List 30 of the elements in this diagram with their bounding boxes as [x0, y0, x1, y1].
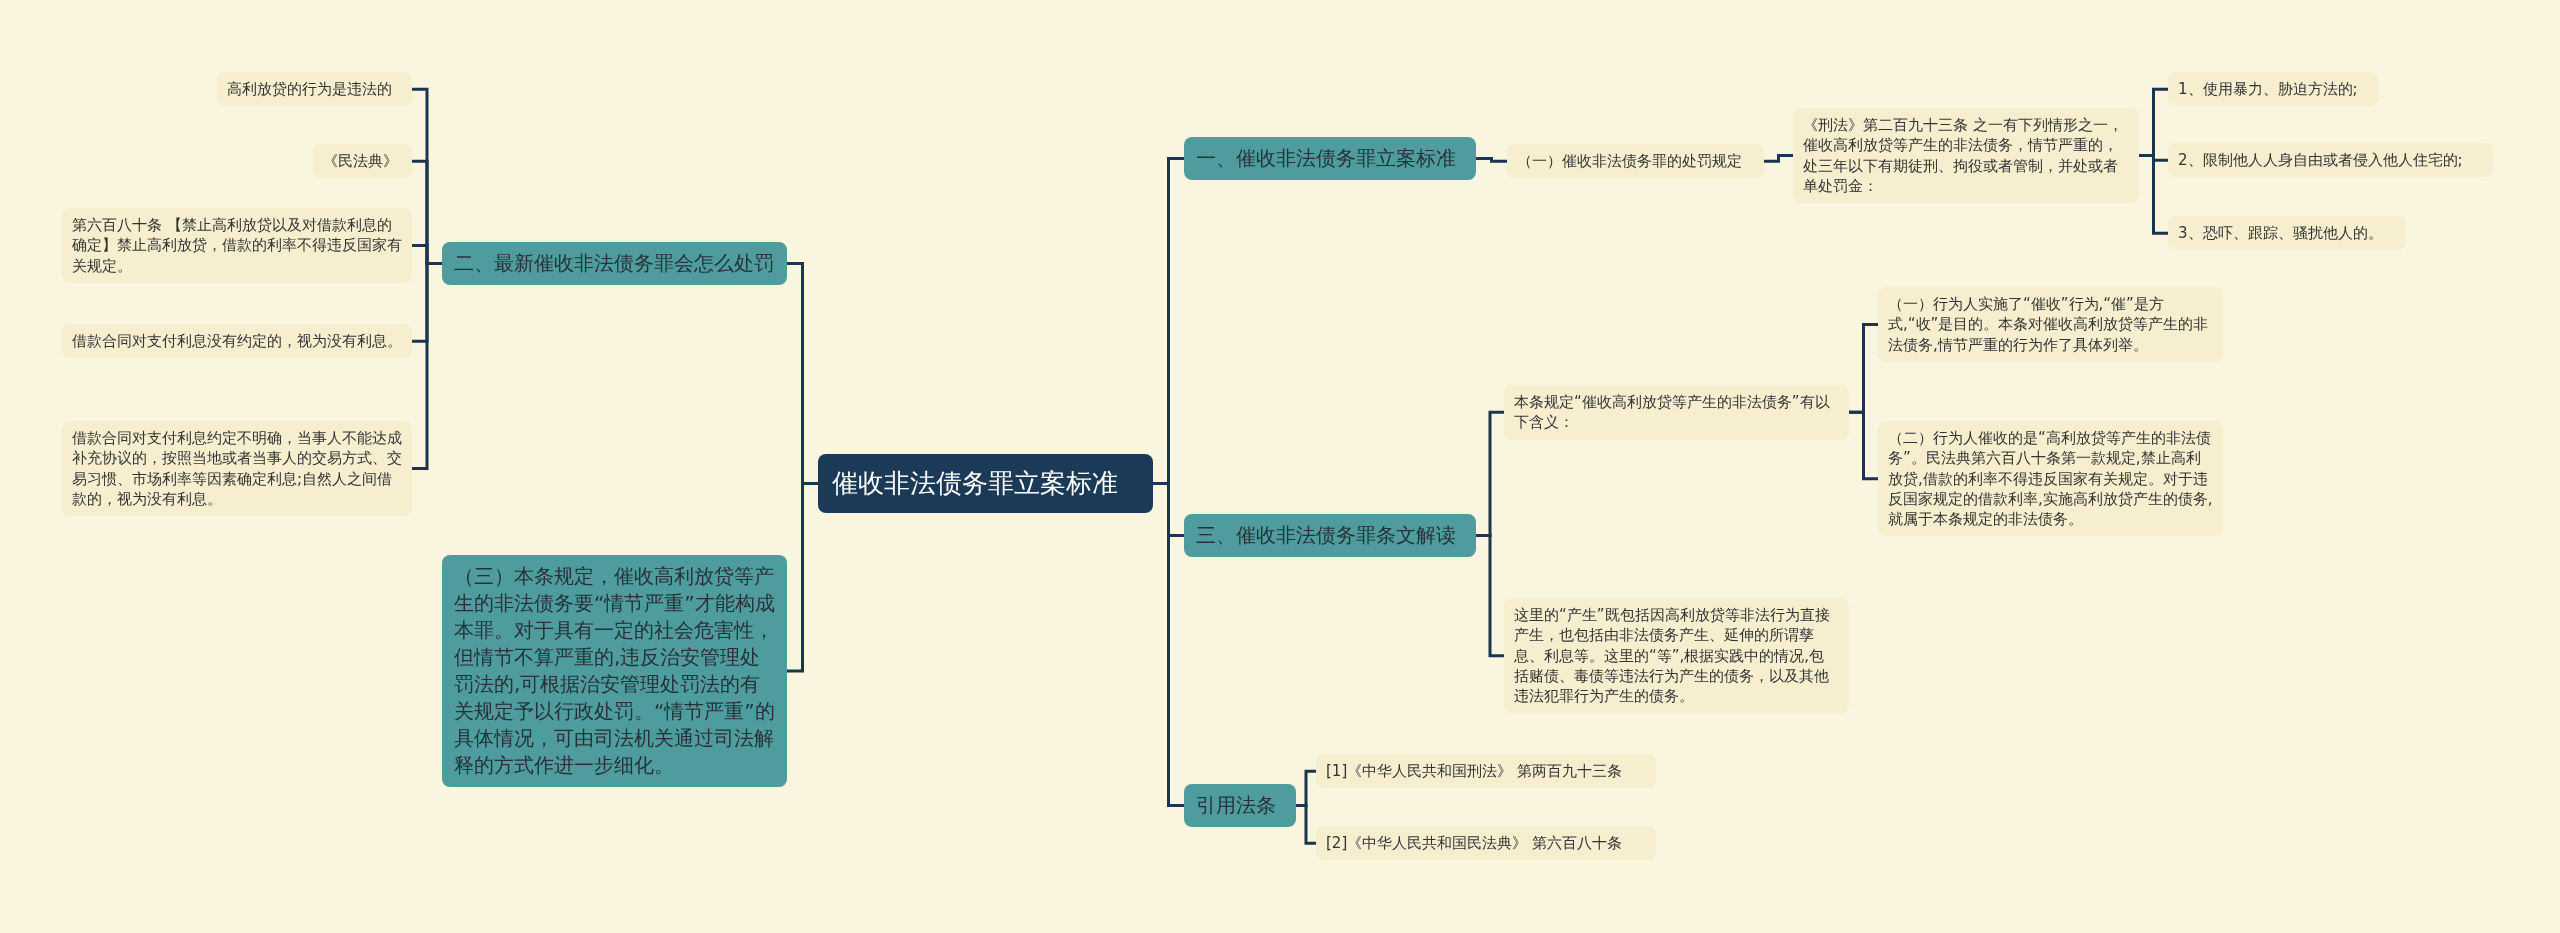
leaf-topic: 2、限制他人人身自由或者侵入他人住宅的; — [2168, 143, 2493, 178]
leaf-topic: 本条规定“催收高利放贷等产生的非法债务”有以下含义： — [1504, 385, 1849, 440]
leaf-topic: 高利放贷的行为是违法的 — [217, 72, 412, 107]
leaf-topic: 借款合同对支付利息约定不明确，当事人不能达成补充协议的，按照当地或者当事人的交易方式、交易习惯、市场利率等因素确定利息;自然人之间借款的，视为没有利息。 — [62, 421, 412, 516]
connector-line — [1296, 804, 1316, 845]
leaf-topic: [1]《中华人民共和国刑法》 第两百九十三条 — [1316, 754, 1656, 789]
leaf-topic: （二）行为人催收的是“高利放贷等产生的非法债务”。民法典第六百八十条第一款规定,禁止高利放贷,借款的利率不得违反国家有关规定。对于违反国家规定的借款利率,实施高利放贷产生的债务,就属于本条规定的非法债务。 — [1878, 421, 2223, 537]
leaf-topic: 《刑法》第二百九十三条 之一有下列情形之一，催收高利放贷等产生的非法债务，情节严重的，处三年以下有期徒刑、拘役或者管制，并处或者单处罚金： — [1793, 108, 2139, 203]
leaf-topic: 借款合同对支付利息没有约定的，视为没有利息。 — [62, 324, 412, 359]
connector-line — [412, 262, 442, 470]
branch-topic: 三、催收非法债务罪条文解读 — [1184, 514, 1476, 557]
leaf-topic: （一）催收非法债务罪的处罚规定 — [1507, 144, 1764, 179]
central-topic: 催收非法债务罪立案标准 — [818, 454, 1153, 514]
connector-line — [1476, 157, 1507, 163]
branch-topic: 一、催收非法债务罪立案标准 — [1184, 137, 1476, 180]
leaf-topic: 这里的“产生”既包括因高利放贷等非法行为直接产生，也包括由非法债务产生、延伸的所谓孳息、利息等。这里的“等”,根据实践中的情况,包括赌债、毒债等违法行为产生的债务，以及其他违法犯罪行为产生的债务。 — [1504, 598, 1849, 714]
connector-line — [2139, 154, 2168, 235]
branch-topic: 引用法条 — [1184, 784, 1296, 827]
connector-line — [1764, 154, 1793, 163]
leaf-topic: 3、恐吓、跟踪、骚扰他人的。 — [2168, 216, 2406, 251]
leaf-topic: 第六百八十条 【禁止高利放贷以及对借款利息的确定】禁止高利放贷，借款的利率不得违反国家有关规定。 — [62, 208, 412, 283]
leaf-topic: [2]《中华人民共和国民法典》 第六百八十条 — [1316, 826, 1656, 861]
connector-line — [1849, 410, 1878, 481]
connector-line — [787, 482, 818, 673]
leaf-topic: 《民法典》 — [313, 144, 412, 179]
leaf-topic: 1、使用暴力、胁迫方法的; — [2168, 72, 2378, 107]
branch-topic: 二、最新催收非法债务罪会怎么处罚 — [442, 242, 787, 285]
branch-topic: （三）本条规定，催收高利放贷等产生的非法债务要“情节严重”才能构成本罪。对于具有一定的社会危害性，但情节不算严重的,违反治安管理处罚法的,可根据治安管理处罚法的有关规定予以行政处罚。“情节严重”的具体情况，可由司法机关通过司法解释的方式作进一步细化。 — [442, 555, 787, 787]
leaf-topic: （一）行为人实施了“催收”行为,“催”是方式,“收”是目的。本条对催收高利放贷等产生的非法债务,情节严重的行为作了具体列举。 — [1878, 287, 2223, 362]
connector-line — [1153, 482, 1184, 807]
